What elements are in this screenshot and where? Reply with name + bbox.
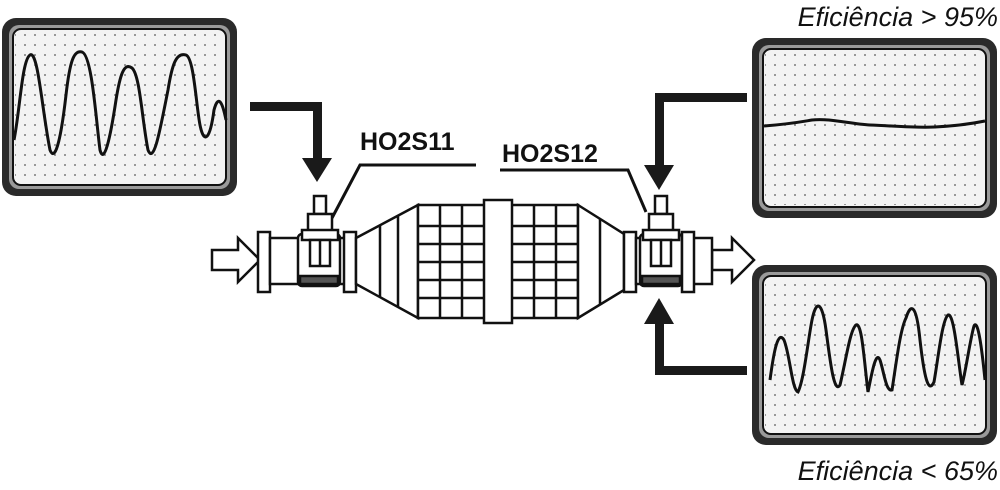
exhaust-assembly [210, 198, 756, 325]
flow-in-icon [210, 234, 262, 286]
label-rear-sensor: HO2S12 [502, 140, 598, 168]
waveform-flat [763, 118, 986, 129]
flow-out-icon [710, 234, 756, 286]
arrow-rear-sensor-top [644, 93, 747, 190]
scope-rear-low-efficiency [752, 265, 997, 445]
label-front-sensor: HO2S11 [360, 128, 455, 156]
label-efficiency-high: Eficiência > 95% [797, 2, 998, 32]
scope-rear-high-efficiency [752, 38, 997, 218]
waveform-front [12, 50, 228, 156]
oxygen-sensor-rear [641, 194, 681, 268]
arrow-rear-sensor-bottom [644, 298, 747, 375]
arrow-front-sensor [250, 102, 332, 182]
waveform-switching [768, 304, 987, 394]
leader-lines [330, 163, 648, 219]
scope-front-sensor [2, 18, 237, 196]
oxygen-sensor-front [300, 194, 340, 268]
label-efficiency-low: Eficiência < 65% [797, 456, 998, 486]
